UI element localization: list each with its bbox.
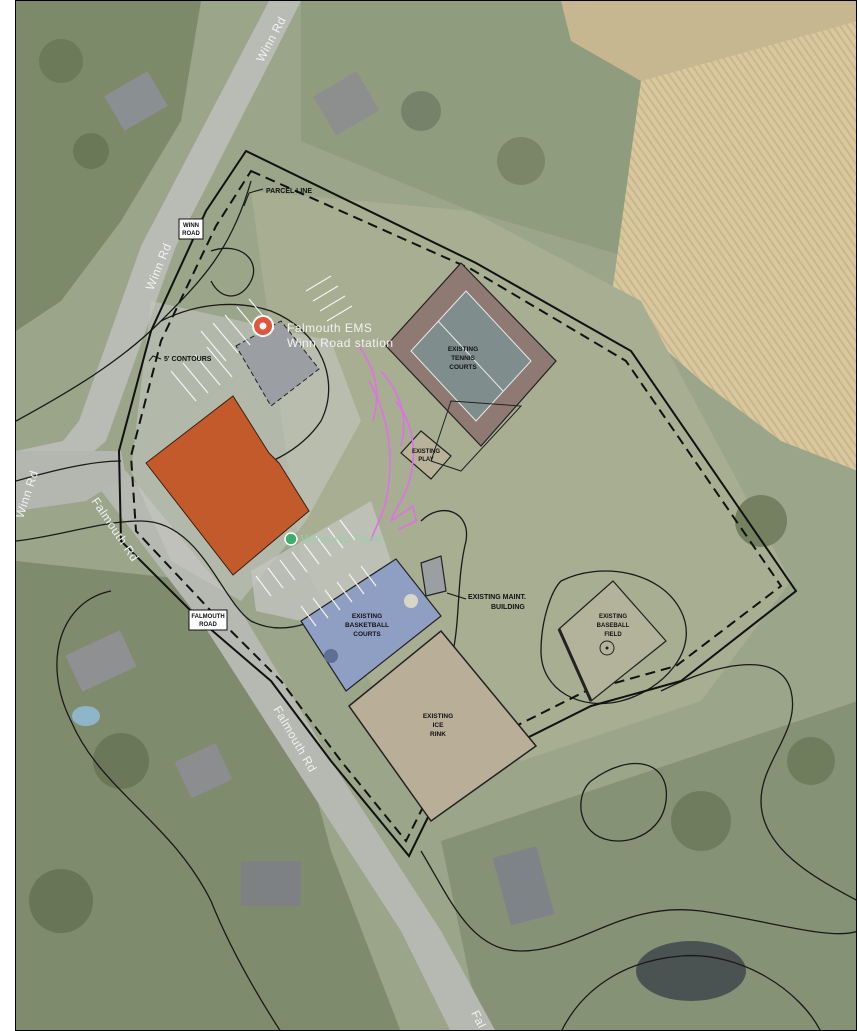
baseball-field — [557, 580, 667, 702]
park-marker[interactable] — [284, 532, 298, 546]
house — [104, 71, 168, 131]
play-label: EXISTING PLAY — [412, 449, 440, 463]
svg-text:PLAY: PLAY — [418, 457, 433, 463]
svg-text:EXISTING: EXISTING — [423, 713, 453, 720]
tree — [93, 733, 149, 789]
svg-text:TENNIS: TENNIS — [451, 355, 476, 362]
road-junction — [16, 451, 126, 511]
svg-text:FIELD: FIELD — [604, 632, 622, 638]
svg-text:COURTS: COURTS — [353, 631, 381, 638]
svg-text:BUILDING: BUILDING — [491, 604, 525, 611]
parcel-line-leader — [243, 188, 264, 207]
contours-leader — [148, 355, 162, 362]
tree — [73, 133, 109, 169]
contour-line — [16, 460, 122, 482]
svg-text:COURTS: COURTS — [449, 364, 477, 371]
proposed-building — [145, 395, 310, 576]
house — [492, 846, 555, 926]
winn-road-tag: WINN ROAD — [178, 218, 204, 240]
tree — [401, 91, 441, 131]
svg-text:WINN: WINN — [183, 223, 199, 229]
falmouth-road-tag: FALMOUTH ROAD — [188, 609, 228, 631]
svg-text:RINK: RINK — [430, 731, 446, 738]
basketball-courts-label: EXISTING BASKETBALL COURTS — [345, 613, 389, 638]
tennis-courts — [385, 262, 557, 447]
parcel-line — [117, 149, 798, 858]
tree — [787, 737, 835, 785]
existing-structure — [430, 400, 523, 472]
contour-line — [420, 510, 468, 662]
lower-parking — [251, 501, 391, 621]
svg-text:BASKETBALL: BASKETBALL — [345, 622, 389, 629]
baseball-field-label: EXISTING BASEBALL FIELD — [597, 614, 630, 638]
contour-line — [16, 520, 332, 629]
contour-line — [540, 570, 687, 705]
svg-text:EXISTING: EXISTING — [352, 613, 382, 620]
tennis-courts-label: EXISTING TENNIS COURTS — [448, 346, 478, 371]
house — [241, 861, 301, 906]
winn-road-surface — [16, 1, 301, 491]
ems-marker[interactable] — [252, 315, 274, 337]
ems-label-line2: Winn Road station — [287, 336, 394, 350]
ems-label-line1: Falmouth EMS — [287, 321, 372, 335]
project-boundary — [129, 169, 783, 843]
contours-label: 5' CONTOURS — [164, 356, 212, 363]
pool — [72, 706, 100, 726]
contour-line — [660, 664, 856, 901]
park-label: Winn Rd Park — [301, 532, 382, 546]
woods-southwest — [16, 561, 401, 1030]
parcel-line-label: PARCEL LINE — [266, 188, 312, 195]
svg-text:EXISTING MAINT.: EXISTING MAINT. — [468, 594, 526, 601]
parking-stalls-upper — [170, 275, 353, 402]
contour-line — [420, 850, 856, 952]
tree — [39, 39, 83, 83]
ice-rink-label: EXISTING ICE RINK — [423, 713, 453, 738]
falmouth-road-surface — [86, 471, 495, 1030]
tree — [671, 791, 731, 851]
crop-field-top — [561, 1, 856, 81]
parking-stalls-lower — [255, 519, 377, 627]
maint-building — [420, 555, 447, 597]
house — [65, 630, 137, 692]
maint-leader — [446, 592, 467, 600]
maint-building-label: EXISTING MAINT. BUILDING — [468, 594, 526, 611]
falmouth-rd-label-bottom: Fal — [468, 1008, 489, 1030]
svg-text:ROAD: ROAD — [199, 622, 217, 628]
house — [174, 743, 233, 799]
house — [313, 71, 380, 136]
crop-field — [611, 1, 856, 471]
tree — [497, 137, 545, 185]
ice-rink — [347, 629, 538, 823]
svg-text:ICE: ICE — [433, 722, 445, 729]
svg-text:EXISTING: EXISTING — [448, 346, 478, 353]
basketball-courts — [300, 558, 442, 692]
site-plan-map[interactable]: WINN ROAD FALMOUTH ROAD Winn Rd Winn Rd … — [15, 0, 857, 1031]
contour-line — [561, 954, 821, 1030]
pathways — [358, 345, 417, 542]
svg-text:EXISTING: EXISTING — [412, 449, 440, 455]
svg-text:FALMOUTH: FALMOUTH — [191, 614, 224, 620]
tree — [29, 869, 93, 933]
contour-line — [56, 590, 281, 1030]
contour-line — [160, 303, 330, 472]
contour-line — [580, 762, 667, 842]
tree — [735, 495, 787, 547]
svg-text:EXISTING: EXISTING — [599, 614, 627, 620]
svg-text:ROAD: ROAD — [182, 231, 200, 237]
site-plan-svg: WINN ROAD FALMOUTH ROAD Winn Rd Winn Rd … — [16, 1, 856, 1030]
svg-text:BASEBALL: BASEBALL — [597, 623, 630, 629]
contour-line — [210, 247, 255, 297]
pond — [636, 941, 746, 1001]
